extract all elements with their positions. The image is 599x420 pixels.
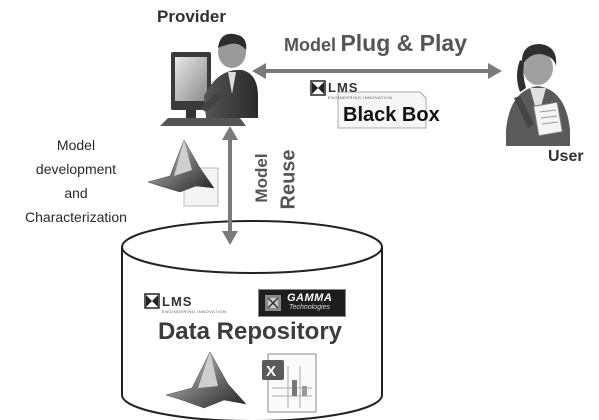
- matlab-logo-icon: [165, 351, 247, 409]
- model-vertical-label: Model: [252, 153, 271, 203]
- reuse-vertical-label: Reuse: [277, 149, 300, 210]
- model-reuse-arrow: [222, 126, 238, 245]
- provider-label: Provider: [157, 7, 226, 26]
- black-box-label: Black Box: [343, 104, 440, 126]
- lms-logo-subtext: ENGINEERING INNOVATION: [162, 309, 227, 314]
- user-label: User: [548, 148, 584, 165]
- gamma-logo-name: GAMMA: [287, 292, 333, 304]
- model-dev-line: Model: [56, 137, 96, 153]
- gamma-logo-subtext: Technologies: [289, 304, 330, 311]
- excel-chart-icon: X: [262, 353, 317, 413]
- gamma-logo-mark: [265, 295, 281, 311]
- lms-logo-mark-repo: [144, 293, 160, 309]
- plug-title-model: Model: [284, 35, 336, 55]
- model-development-label: Model development and Characterization: [10, 133, 142, 229]
- gamma-technologies-logo: GAMMA Technologies: [258, 289, 346, 317]
- person-at-computer-icon: [160, 33, 258, 126]
- plug-and-play-title: Model Plug & Play: [284, 30, 467, 57]
- lms-logo-mark-top: [310, 80, 326, 96]
- lms-logo-top: LMS ENGINEERING INNOVATION: [328, 80, 392, 100]
- lms-logo-text: LMS: [328, 80, 359, 95]
- data-repository-label: Data Repository: [157, 318, 343, 345]
- document-icon: [337, 91, 427, 129]
- model-dev-line: and: [64, 185, 88, 201]
- lms-logo-subtext: ENGINEERING INNOVATION: [328, 95, 393, 100]
- person-with-clipboard-icon: [506, 44, 570, 146]
- model-dev-line: development: [35, 161, 117, 177]
- lms-logo-repo: LMS ENGINEERING INNOVATION: [162, 294, 226, 314]
- plug-play-arrow: [252, 63, 502, 79]
- plug-title-rest: Plug & Play: [340, 30, 467, 56]
- matlab-logo-icon: [147, 139, 219, 207]
- model-dev-line: Characterization: [25, 209, 127, 225]
- lms-logo-text: LMS: [162, 294, 193, 309]
- svg-text:X: X: [266, 363, 276, 380]
